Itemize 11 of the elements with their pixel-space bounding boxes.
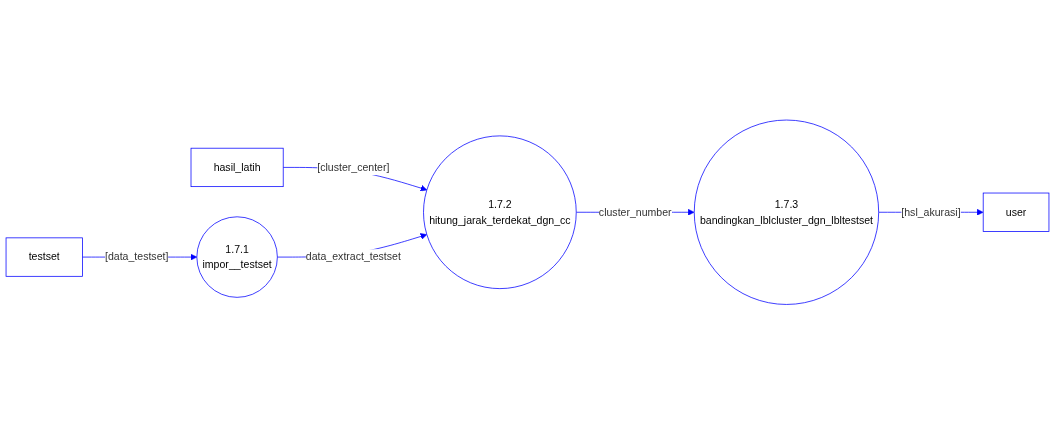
node-circle: 1.7.2 hitung_jarak_terdekat_dgn_cc [423,135,577,290]
node-box: user [982,192,1050,233]
node-circle: 1.7.1 impor__testset [196,216,278,298]
edge-label: cluster_number [598,206,672,219]
node-circle: 1.7.3 bandingkan_lblcluster_dgn_lbltestset [693,119,880,306]
node-box: testset [5,237,83,277]
edge-label: [hsl_akurasi] [901,206,961,219]
node-box: hasil_latih [190,148,284,188]
edge-label: data_extract_testset [305,250,401,263]
edge-label: [data_testset] [105,250,169,263]
edge-label: [cluster_center] [317,161,390,174]
